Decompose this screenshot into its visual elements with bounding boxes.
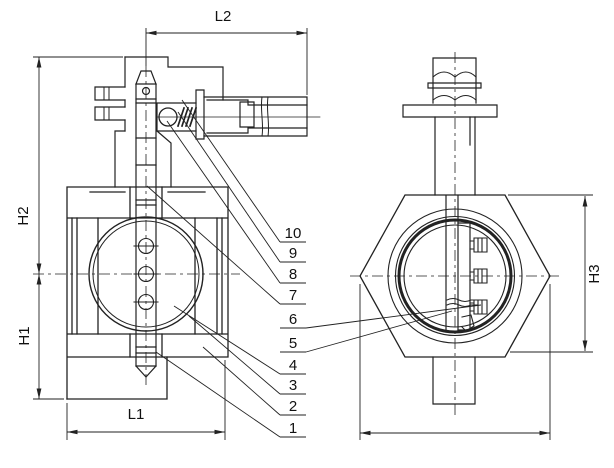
mounting-bracket <box>94 56 224 188</box>
notch-serrations <box>103 86 110 121</box>
nut-chamfer-arcs <box>432 71 477 101</box>
dim-label-h1: H1 <box>16 326 33 345</box>
dim-label-l1: L1 <box>128 406 145 423</box>
handle-break-marks <box>260 96 270 137</box>
part-number-9: 9 <box>289 245 297 262</box>
leader-8 <box>166 120 281 284</box>
handle-collar <box>195 89 205 140</box>
flange-lines <box>71 217 223 335</box>
stem-pin-hole <box>141 86 151 96</box>
neck-sides <box>114 130 172 188</box>
bore-circle-outer <box>387 208 523 344</box>
notch-tab-lower <box>94 106 126 121</box>
stem-packing-band <box>135 137 157 166</box>
leader-7 <box>146 185 281 305</box>
part-number-6: 6 <box>289 311 297 328</box>
washer <box>427 82 482 89</box>
disc-inner <box>92 220 200 328</box>
l2-extensions <box>145 28 308 95</box>
dim-label-l2: L2 <box>215 8 232 25</box>
part-number-7: 7 <box>289 287 297 304</box>
hex-body <box>359 194 551 358</box>
part-number-2: 2 <box>289 398 297 415</box>
dimension-annotations <box>33 28 593 440</box>
h3-extensions <box>508 194 593 353</box>
part-callouts <box>146 99 482 438</box>
part-number-8: 8 <box>289 266 297 283</box>
dimension-arrowheads <box>36 30 588 436</box>
seat-ring-outer <box>394 215 516 337</box>
part-number-10: 10 <box>285 225 302 242</box>
right-view <box>359 57 551 405</box>
part-numbers: 1 2 3 4 5 6 7 8 9 10 <box>285 225 302 437</box>
l1-extensions <box>66 360 226 440</box>
disc-bolts <box>446 237 488 332</box>
handle <box>203 96 308 137</box>
tab-washer-wavy <box>446 298 478 307</box>
disc-outer <box>88 216 204 332</box>
dimension-labels: H2 H1 L2 L1 H3 <box>15 8 603 423</box>
body-foot <box>66 356 168 400</box>
part-number-1: 1 <box>289 420 297 437</box>
stem-nut-assembly <box>402 57 498 196</box>
leader-4 <box>173 305 281 375</box>
dim-label-h3: H3 <box>586 264 603 283</box>
disc-bolt-holes <box>133 237 159 311</box>
leader-5 <box>305 310 453 353</box>
part-number-3: 3 <box>289 377 297 394</box>
leader-6 <box>305 304 482 329</box>
seat-ring-inner <box>403 224 507 328</box>
leader-2 <box>202 346 281 416</box>
part-number-5: 5 <box>289 335 297 352</box>
bottom-stem-boss <box>432 356 476 405</box>
top-plate-details <box>89 186 206 358</box>
stem-bottom-cap <box>135 365 157 378</box>
body-outline <box>66 186 229 400</box>
dim-label-h2: H2 <box>15 206 32 225</box>
leader-10 <box>181 99 281 243</box>
part-number-4: 4 <box>289 357 297 374</box>
upper-stem <box>434 116 476 196</box>
stem-bottom-ring <box>135 346 157 354</box>
leader-1 <box>155 351 281 438</box>
seat-liner-lines <box>97 217 196 335</box>
stem-top-cap <box>135 70 157 85</box>
left-view <box>66 56 321 400</box>
right-width-extensions <box>359 284 551 440</box>
callout-underlines <box>280 241 306 438</box>
stem <box>135 70 157 378</box>
leader-3 <box>188 315 281 395</box>
handle-latch-block <box>239 101 255 128</box>
notch-tab-upper <box>94 86 126 101</box>
top-flange-plate <box>402 104 498 118</box>
bent-lock-tab <box>461 314 475 332</box>
leader-9 <box>177 111 281 263</box>
